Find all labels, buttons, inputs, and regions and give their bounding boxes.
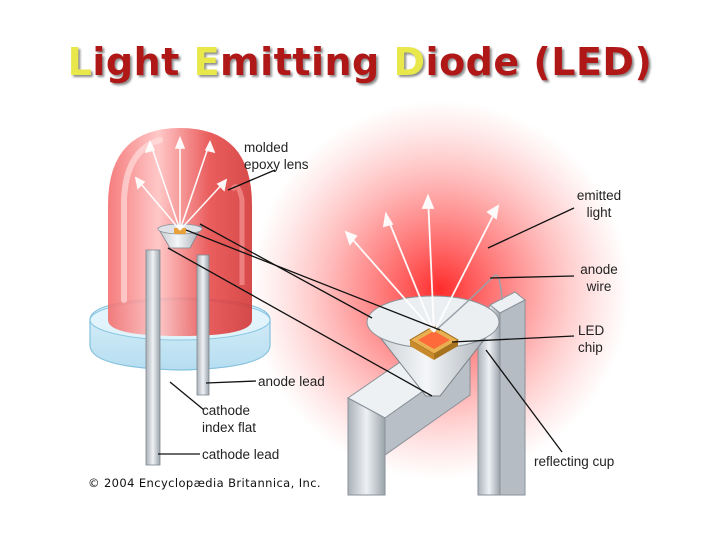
leader-epoxy-lens (227, 169, 276, 191)
label-line-index-flat: index flat (202, 420, 257, 435)
label-led-chip: LED chip (578, 322, 604, 356)
label-anode-lead: anode lead (258, 374, 325, 389)
label-reflecting-cup: reflecting cup (534, 454, 615, 469)
label-anode-wire: anode wire (570, 261, 628, 295)
leader-reflecting-cup (485, 349, 563, 453)
label-cathode-lead: cathode lead (202, 447, 280, 462)
label-molded-epoxy-lens: molded epoxy lens (244, 139, 309, 173)
label-emitted-light: emitted light (566, 187, 632, 221)
connector-top (199, 223, 373, 319)
anode-lead-small (196, 254, 210, 396)
red-glow (250, 100, 630, 480)
anode-wire (435, 274, 503, 331)
label-line-light: light (586, 205, 612, 220)
label-line-chip: chip (578, 340, 603, 355)
leader-led-chip (451, 335, 575, 343)
leader-anode-wire (489, 275, 575, 279)
title-initial-e: E (193, 40, 221, 84)
leader-emitted-light (487, 207, 575, 249)
label-line-molded: molded (244, 140, 289, 155)
leader-cathode-flat (169, 381, 205, 411)
leader-anode-lead (205, 380, 257, 384)
connector-chip (185, 229, 441, 331)
connector-bottom (167, 247, 433, 397)
cathode-lead-small (145, 249, 161, 466)
small-led (89, 128, 271, 466)
enlarged-cup (344, 193, 526, 496)
copyright-notice: © 2004 Encyclopædia Britannica, Inc. (88, 476, 321, 490)
label-line-led: LED (578, 323, 605, 338)
label-line-emitted: emitted (576, 188, 622, 203)
title-part-iode-led: iode (LED) (425, 40, 653, 84)
label-line-cathode: cathode (202, 403, 251, 418)
label-line-epoxy-lens: epoxy lens (244, 157, 309, 172)
label-line-anode: anode (580, 262, 618, 277)
label-cathode-index-flat: cathode index flat (202, 402, 256, 436)
title-initial-d: D (393, 40, 426, 84)
title-part-mitting: mitting (220, 40, 394, 84)
label-line-wire: wire (586, 279, 612, 294)
title-part-ight: ight (92, 40, 194, 84)
title-initial-l: L (67, 40, 93, 84)
page-title: Light Emitting Diode (LED) (0, 40, 720, 84)
